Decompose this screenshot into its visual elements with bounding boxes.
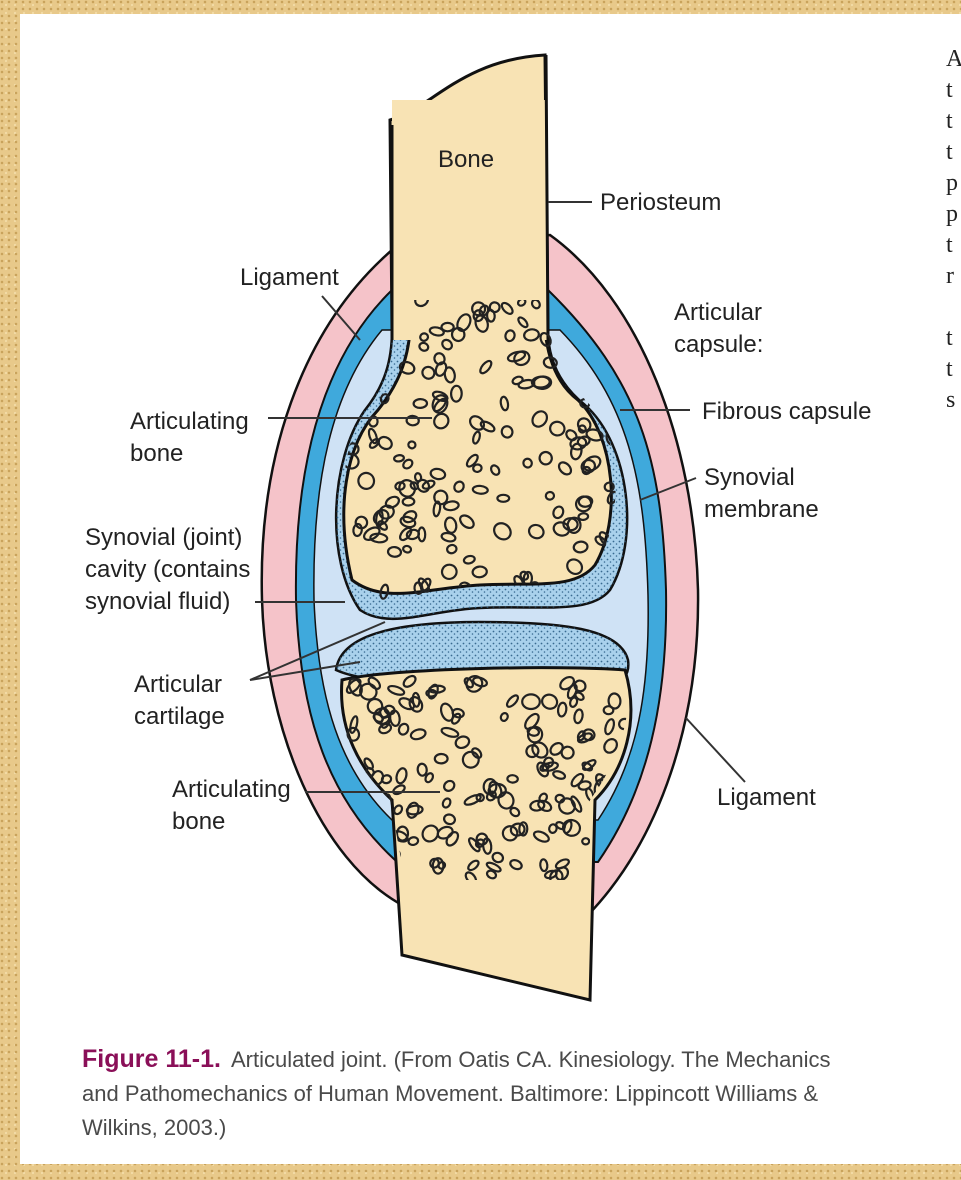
- bone-pore: [343, 875, 358, 883]
- side-text-fragment: t: [946, 137, 961, 168]
- label-ligament-bottom: Ligament: [717, 782, 816, 814]
- label-articulating-bone-top: Articulating bone: [130, 406, 249, 470]
- label-fibrous-capsule: Fibrous capsule: [702, 396, 871, 428]
- label-bone: Bone: [438, 144, 494, 176]
- side-text-fragment: t: [946, 323, 961, 354]
- side-text-fragment: p: [946, 199, 961, 230]
- side-text-fragment: t: [946, 354, 961, 385]
- side-text-fragment: t: [946, 230, 961, 261]
- label-articular-cartilage: Articular cartilage: [134, 669, 225, 733]
- side-text-fragment: p: [946, 168, 961, 199]
- label-synovial-membrane: Synovial membrane: [704, 462, 819, 526]
- figure-page: Bone Periosteum Ligament Articular capsu…: [20, 14, 961, 1164]
- side-text-fragment: s: [946, 385, 961, 416]
- label-periosteum: Periosteum: [600, 187, 721, 219]
- side-text-fragment: [946, 292, 961, 323]
- side-text-fragment: t: [946, 106, 961, 137]
- label-articulating-bone-bottom: Articulating bone: [172, 774, 291, 838]
- side-text-fragment: t: [946, 75, 961, 106]
- figure-number: Figure 11-1.: [82, 1045, 221, 1073]
- leader-ligament-bottom: [686, 718, 745, 782]
- side-text-fragment: r: [946, 261, 961, 292]
- label-ligament-top: Ligament: [240, 262, 339, 294]
- label-articular-capsule: Articular capsule:: [674, 297, 763, 361]
- figure-caption: Figure 11-1.Articulated joint. (From Oat…: [82, 1042, 842, 1145]
- label-synovial-cavity: Synovial (joint) cavity (contains synovi…: [85, 522, 250, 618]
- side-text-fragment: A: [946, 44, 961, 75]
